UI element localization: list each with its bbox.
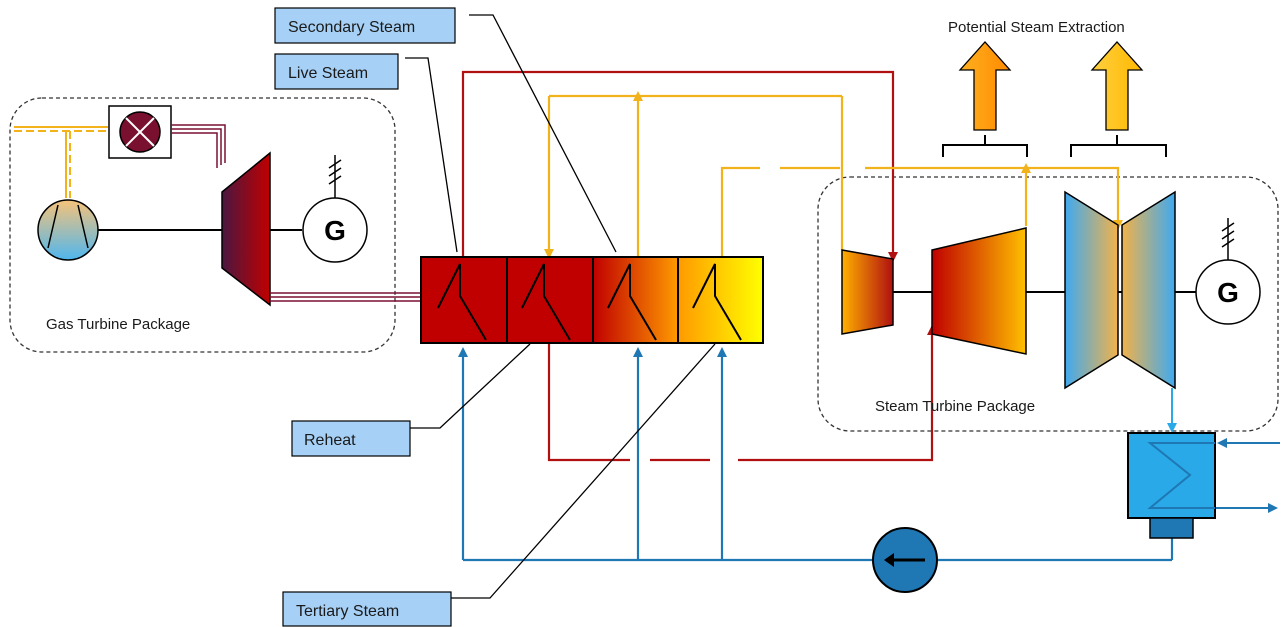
- ip-turbine: [931, 227, 1027, 355]
- compressor-icon: [37, 199, 99, 261]
- compressor: [37, 199, 99, 261]
- callout-leaders: [405, 14, 716, 599]
- fuel-supply-line: [14, 126, 108, 198]
- live-steam-label: Live Steam: [288, 65, 368, 82]
- reheat-label: Reheat: [304, 432, 356, 449]
- steam-turbine-package-label: Steam Turbine Package: [875, 398, 1035, 415]
- hot-gas-line: [171, 124, 226, 168]
- cooling-water-lines: [1215, 438, 1280, 513]
- reheat-callout: Reheat: [291, 420, 411, 457]
- hrsg-section-2: [506, 256, 594, 344]
- lp-turbine-right: [1121, 190, 1176, 390]
- secondary-steam-callout: Secondary Steam: [274, 7, 456, 44]
- gt-generator-symbol: G: [324, 215, 346, 246]
- hrsg: [420, 256, 764, 344]
- condenser: [1127, 432, 1216, 539]
- hrsg-coil-2: [521, 263, 571, 341]
- tertiary-steam-lines: [720, 163, 1123, 256]
- hrsg-section-1: [420, 256, 508, 344]
- feedwater-lines: [458, 347, 1174, 562]
- extraction-arrow-2-icon: [1090, 41, 1144, 131]
- reheat-line: [547, 325, 937, 462]
- condenser-coil-icon: [1147, 442, 1215, 509]
- steam-turbine-package-boundary: [817, 176, 1279, 432]
- hrsg-coil-1: [437, 263, 487, 341]
- combustor: [108, 105, 172, 159]
- extraction-bracket-1: [942, 135, 1028, 157]
- tertiary-steam-callout: Tertiary Steam: [282, 591, 452, 627]
- gt-generator: G: [302, 155, 368, 263]
- gas-turbine-package-boundary: [9, 97, 396, 353]
- st-generator: G: [1195, 218, 1261, 325]
- hrsg-coil-3: [607, 263, 657, 341]
- tertiary-steam-label: Tertiary Steam: [296, 603, 399, 620]
- secondary-steam-label: Secondary Steam: [288, 19, 415, 36]
- potential-extraction-label: Potential Steam Extraction: [948, 19, 1125, 36]
- lp-turbine-left: [1064, 190, 1119, 390]
- feed-pump: [872, 527, 938, 593]
- live-steam-callout: Live Steam: [274, 53, 399, 90]
- hp-turbine: [841, 249, 894, 335]
- gas-turbine: [221, 151, 271, 307]
- gas-turbine-package-label: Gas Turbine Package: [46, 316, 190, 333]
- secondary-steam-lines: [544, 91, 844, 259]
- live-steam-line: [461, 70, 898, 262]
- hrsg-coil-4: [692, 263, 742, 341]
- hrsg-section-4: [677, 256, 764, 344]
- extraction-arrow-1-icon: [958, 41, 1012, 131]
- st-generator-symbol: G: [1217, 277, 1239, 308]
- exhaust-gas-line: [270, 292, 421, 302]
- hrsg-section-3: [592, 256, 679, 344]
- extraction-bracket-2: [1070, 135, 1167, 157]
